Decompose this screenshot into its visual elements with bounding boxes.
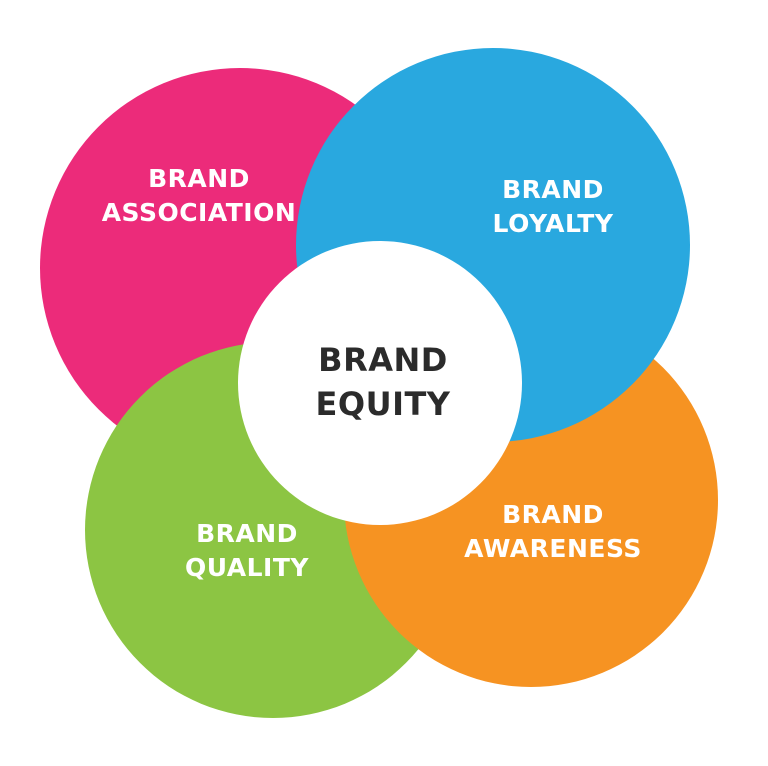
label-line: BRAND <box>502 500 604 529</box>
label-line: BRAND <box>196 519 298 548</box>
brand-loyalty-label: BRAND LOYALTY <box>493 173 614 241</box>
brand-association-label: BRAND ASSOCIATION <box>102 162 297 230</box>
brand-awareness-label: BRAND AWARENESS <box>464 498 642 566</box>
label-line: EQUITY <box>315 385 451 423</box>
label-line: BRAND <box>502 175 604 204</box>
brand-equity-label: BRAND EQUITY <box>316 338 451 426</box>
label-line: ASSOCIATION <box>101 198 297 227</box>
label-line: QUALITY <box>184 553 310 582</box>
brand-equity-circle <box>238 241 522 525</box>
label-line: LOYALTY <box>492 209 614 238</box>
label-line: AWARENESS <box>464 534 642 563</box>
label-line: BRAND <box>148 164 250 193</box>
label-line: BRAND <box>318 341 448 379</box>
brand-quality-label: BRAND QUALITY <box>185 517 309 585</box>
